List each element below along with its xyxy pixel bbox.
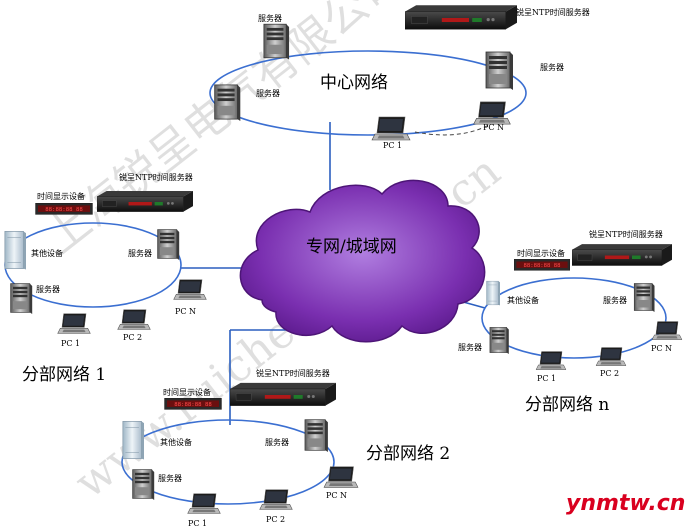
- branch2-pc1-label: PC 1: [188, 519, 207, 528]
- cloud-label: 专网/城域网: [306, 237, 397, 257]
- branch1-display-label: 时间显示设备: [37, 191, 85, 201]
- center-server-3-label: 服务器: [540, 62, 564, 72]
- branchn-pc2-icon: [595, 347, 627, 367]
- branchn-cabinet-icon: [486, 280, 500, 306]
- cloud-shape: [239, 179, 486, 343]
- branch2-pcn-icon: [323, 466, 359, 488]
- center-pc1-label: PC 1: [383, 141, 402, 150]
- branchn-pcn-icon: [651, 321, 683, 341]
- branch2-server-a-icon: [304, 419, 329, 452]
- branchn-pc1-label: PC 1: [537, 374, 556, 383]
- branch1-ntp-label: 锐呈NTP时间服务器: [119, 172, 193, 182]
- branchn-ntp-icon: [572, 243, 672, 266]
- branch1-pc2-icon: [117, 309, 151, 330]
- center-pcn-label: PC N: [483, 123, 504, 132]
- branchn-server-a-icon: [633, 283, 655, 312]
- center-server-1-icon: [263, 23, 290, 60]
- branch1-server-a-icon: [157, 229, 180, 260]
- center-server-2-label: 服务器: [256, 88, 280, 98]
- center-ntp-icon: [405, 4, 517, 30]
- branch2-pc2-label: PC 2: [266, 515, 285, 524]
- center-network: 服务器 锐呈NTP时间服务器 服务器 服务器 中心网络 PC 1 PC N: [209, 4, 590, 150]
- center-pcn-icon: [473, 101, 511, 125]
- branch1-server-b-icon: [10, 283, 33, 314]
- branchn-server-b-icon: [489, 327, 510, 354]
- center-ntp-label: 锐呈NTP时间服务器: [516, 7, 590, 17]
- site-watermark: ynmtw.cn: [566, 491, 685, 516]
- branch2-network: 时间显示设备 锐呈NTP时间服务器 其他设备 服务器 服务器 PC N PC 1…: [121, 368, 450, 528]
- branchn-ring: [481, 277, 667, 359]
- branch1-other-label: 其他设备: [31, 248, 63, 258]
- center-server-2-icon: [214, 84, 241, 121]
- branchn-other-label: 其他设备: [507, 295, 539, 305]
- branchn-pc2-label: PC 2: [600, 369, 619, 378]
- branchn-title: 分部网络 n: [525, 395, 609, 415]
- branch2-pcn-label: PC N: [326, 491, 347, 500]
- branchn-pcn-label: PC N: [651, 344, 672, 353]
- center-title: 中心网络: [320, 73, 388, 93]
- branch1-pcn-icon: [173, 279, 207, 300]
- branch1-server-b-label: 服务器: [36, 284, 60, 294]
- branch2-server-b-label: 服务器: [158, 473, 182, 483]
- branch1-title: 分部网络 1: [22, 365, 106, 385]
- branch2-cabinet-icon: [122, 420, 144, 460]
- branchn-server-a-label: 服务器: [603, 295, 627, 305]
- branchn-display-icon: [514, 259, 570, 271]
- branch1-display-icon: [35, 203, 93, 215]
- branch2-ring: [121, 419, 335, 505]
- branch2-pc2-icon: [259, 489, 293, 510]
- branch1-cabinet-icon: [4, 230, 26, 270]
- branchn-pc1-icon: [535, 351, 567, 371]
- branch2-title: 分部网络 2: [366, 444, 450, 464]
- branch1-pc1-label: PC 1: [61, 339, 80, 348]
- branch2-server-a-label: 服务器: [265, 437, 289, 447]
- branch1-network: 时间显示设备 锐呈NTP时间服务器 其他设备 服务器 服务器 PC N PC 1…: [4, 172, 207, 385]
- branch1-pc1-icon: [57, 313, 91, 334]
- center-server-1-label: 服务器: [258, 13, 282, 23]
- branch1-server-a-label: 服务器: [128, 248, 152, 258]
- branch2-server-b-icon: [132, 469, 155, 500]
- branch2-other-label: 其他设备: [160, 437, 192, 447]
- branch2-display-label: 时间显示设备: [163, 387, 211, 397]
- branchn-server-b-label: 服务器: [458, 342, 482, 352]
- branchn-network: 锐呈NTP时间服务器 时间显示设备 其他设备 服务器 服务器 PC N PC 1…: [458, 229, 683, 415]
- branch2-ntp-icon: [230, 382, 336, 407]
- branch2-ntp-label: 锐呈NTP时间服务器: [256, 368, 330, 378]
- center-ring: [209, 50, 527, 136]
- center-server-3-icon: [485, 51, 514, 90]
- branch1-pcn-label: PC N: [175, 307, 196, 316]
- metro-cloud: 专网/城域网: [239, 179, 486, 343]
- branch1-pc2-label: PC 2: [123, 333, 142, 342]
- branch1-ntp-icon: [97, 190, 193, 212]
- center-pc1-icon: [371, 116, 411, 141]
- branchn-ntp-label: 锐呈NTP时间服务器: [589, 229, 663, 239]
- branchn-display-label: 时间显示设备: [517, 248, 565, 258]
- branch2-display-icon: [164, 398, 222, 410]
